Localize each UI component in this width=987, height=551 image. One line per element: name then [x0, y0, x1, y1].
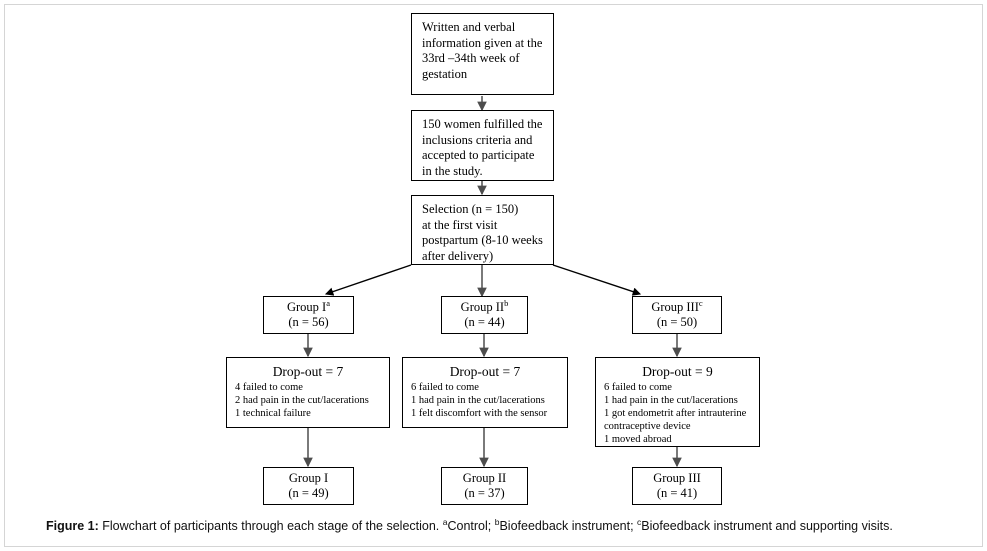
connector-selection-to-group1	[324, 264, 412, 296]
node-dropout-3-item-4: contraceptive device	[604, 421, 691, 432]
node-information-line-1: Written and verbal	[422, 20, 516, 34]
node-selection-line-3: postpartum (8-10 weeks	[422, 233, 543, 247]
flowchart-diagram: Written and verbal information given at …	[226, 13, 760, 505]
node-dropout-2-title: Drop-out = 7	[449, 364, 521, 379]
figure-footnote-b-text: Biofeedback instrument;	[499, 519, 638, 533]
node-dropout-1-items: 4 failed to come 2 had pain in the cut/l…	[227, 381, 389, 420]
node-group-1-count: (n = 56)	[288, 315, 329, 329]
flowchart-connectors	[303, 96, 682, 468]
figure-caption-text: Flowchart of participants through each s…	[98, 519, 443, 533]
node-group-3-title-text: Group III	[651, 300, 699, 314]
figure-footnote-a-text: Control;	[447, 519, 495, 533]
figure-footnote-c-text: Biofeedback instrument and supporting vi…	[641, 519, 893, 533]
node-group-2-count: (n = 44)	[464, 315, 505, 329]
node-group-2-title-text: Group II	[460, 300, 505, 314]
node-final-group-2-title: Group II	[462, 471, 507, 485]
node-selection-line-1: Selection (n = 150)	[422, 202, 519, 216]
node-dropout-3-item-5: 1 moved abroad	[604, 434, 672, 445]
node-dropout-2-item-1: 6 failed to come	[411, 382, 479, 393]
node-enrollment-line-3: accepted to participate	[422, 148, 535, 162]
node-group-2: Group IIb (n = 44)	[441, 296, 528, 334]
node-dropout-3-item-1: 6 failed to come	[604, 382, 672, 393]
node-group-3-marker: c	[698, 297, 703, 308]
node-final-group-1: Group I (n = 49)	[263, 467, 354, 505]
node-selection-line-4: after delivery)	[422, 248, 494, 263]
node-selection: Selection (n = 150) at the first visit p…	[411, 195, 554, 265]
node-dropout-3-item-3: 1 got endometrit after intrauterine	[604, 408, 747, 419]
node-information-line-4: gestation	[422, 66, 468, 81]
node-enrollment: 150 women fulfilled the inclusions crite…	[411, 110, 554, 181]
figure-footnote-b-marker: b	[494, 516, 500, 527]
figure-footnote-c-marker: c	[637, 516, 642, 527]
node-dropout-3-item-2: 1 had pain in the cut/lacerations	[604, 395, 738, 406]
node-final-group-3-count: (n = 41)	[656, 486, 698, 500]
node-final-group-2: Group II (n = 37)	[441, 467, 528, 505]
node-final-group-2-count: (n = 37)	[464, 486, 505, 500]
node-dropout-1-item-1: 4 failed to come	[235, 382, 303, 393]
node-dropout-2: Drop-out = 7 6 failed to come 1 had pain…	[402, 357, 568, 428]
node-dropout-3-items: 6 failed to come 1 had pain in the cut/l…	[596, 381, 759, 446]
figure-footnote-a-marker: a	[442, 516, 448, 527]
node-information-line-2: information given at the	[422, 35, 543, 50]
node-final-group-3-title: Group III	[653, 471, 701, 485]
node-enrollment-line-2: inclusions criteria and	[422, 132, 533, 147]
node-final-group-1-title: Group I	[288, 471, 329, 485]
node-selection-line-2: at the first visit	[422, 217, 498, 232]
node-group-1-title: Group Ia	[286, 297, 330, 315]
node-group-3-title: Group IIIc	[651, 297, 703, 315]
node-dropout-1: Drop-out = 7 4 failed to come 2 had pain…	[226, 357, 390, 428]
node-dropout-1-item-2: 2 had pain in the cut/lacerations	[235, 395, 369, 406]
connector-selection-to-group3	[552, 264, 642, 296]
node-enrollment-line-4: in the study.	[422, 163, 483, 178]
node-dropout-3: Drop-out = 9 6 failed to come 1 had pain…	[595, 357, 760, 447]
node-group-3: Group IIIc (n = 50)	[632, 296, 722, 334]
node-group-3-count: (n = 50)	[656, 315, 698, 329]
node-information: Written and verbal information given at …	[411, 13, 554, 95]
node-dropout-2-item-3: 1 felt discomfort with the sensor	[411, 408, 548, 419]
node-group-1-marker: a	[326, 297, 330, 308]
node-dropout-2-item-2: 1 had pain in the cut/lacerations	[411, 395, 545, 406]
node-dropout-3-title: Drop-out = 9	[642, 364, 713, 379]
node-enrollment-line-1: 150 women fulfilled the	[422, 117, 543, 131]
node-final-group-1-count: (n = 49)	[288, 486, 329, 500]
node-final-group-3: Group III (n = 41)	[632, 467, 722, 505]
node-information-line-3: 33rd –34th week of	[422, 51, 520, 65]
node-group-2-marker: b	[504, 297, 509, 308]
figure-caption-label: Figure 1:	[46, 519, 99, 533]
node-group-1-title-text: Group I	[286, 300, 327, 314]
node-dropout-2-items: 6 failed to come 1 had pain in the cut/l…	[403, 381, 567, 420]
node-group-1: Group Ia (n = 56)	[263, 296, 354, 334]
node-dropout-1-title: Drop-out = 7	[272, 364, 344, 379]
figure-caption: Figure 1: Flowchart of participants thro…	[46, 518, 946, 534]
node-dropout-1-item-3: 1 technical failure	[235, 408, 311, 419]
node-group-2-title: Group IIb	[460, 297, 509, 315]
